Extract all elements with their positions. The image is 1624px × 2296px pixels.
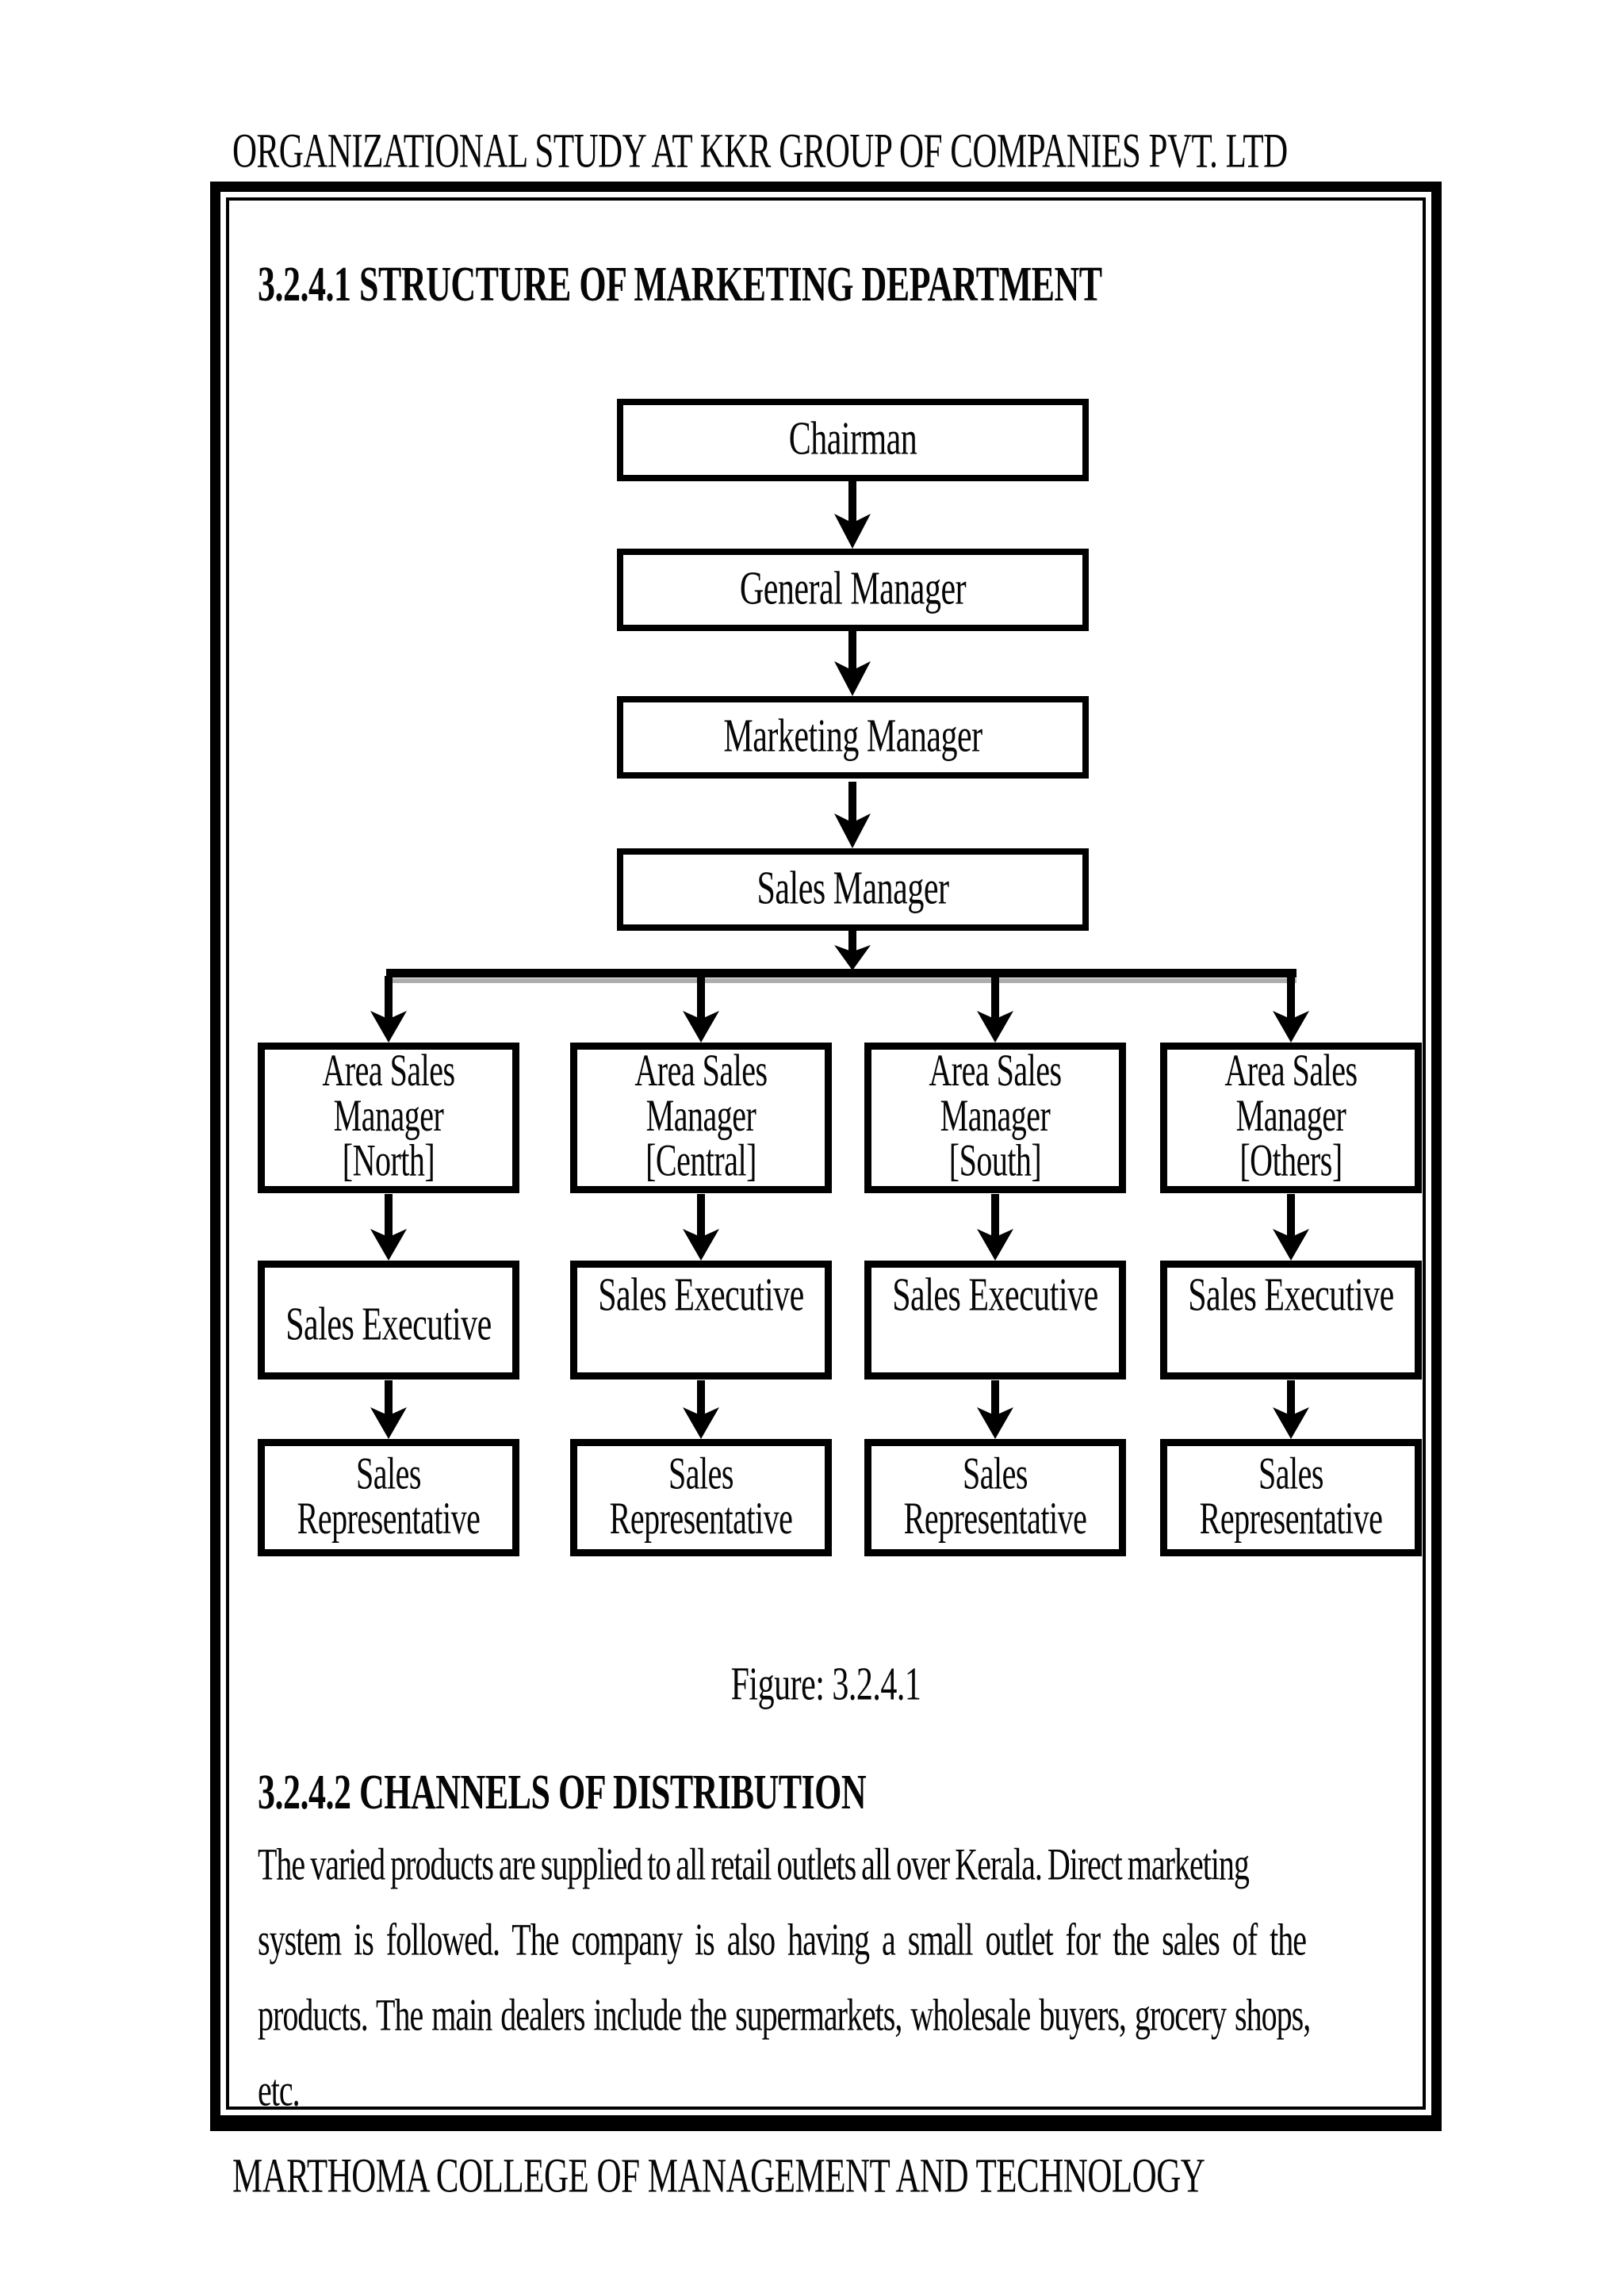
org-box-sales-executive-1: Sales Executive xyxy=(258,1261,519,1380)
section-heading-structure: 3.2.4.1 STRUCTURE OF MARKETING DEPARTMEN… xyxy=(258,256,1102,312)
arrow-line-to-asm-central xyxy=(683,976,719,1043)
org-box-area-manager-south: Area Sales Manager [South] xyxy=(864,1043,1126,1193)
branch-connector-shadow xyxy=(391,978,1297,983)
arrow-asm-to-exec-3 xyxy=(977,1194,1013,1261)
paragraph-line: products. The main dealers include the s… xyxy=(258,1989,1311,2041)
paragraph-line: The varied products are supplied to all … xyxy=(258,1839,1250,1890)
arrow-exec-to-rep-4 xyxy=(1273,1380,1309,1439)
arrow-gm-to-mm xyxy=(834,631,871,696)
org-box-sales-executive-4: Sales Executive xyxy=(1160,1261,1422,1380)
section-heading-distribution: 3.2.4.2 CHANNELS OF DISTRIBUTION xyxy=(258,1764,867,1820)
org-box-area-manager-others: Area Sales Manager [Others] xyxy=(1160,1043,1422,1193)
page-footer-text: MARTHOMA COLLEGE OF MANAGEMENT AND TECHN… xyxy=(232,2149,1205,2203)
figure-caption: Figure: 3.2.4.1 xyxy=(730,1659,921,1711)
page-footer: MARTHOMA COLLEGE OF MANAGEMENT AND TECHN… xyxy=(232,2151,1205,2202)
org-box-sales-representative-2: Sales Representative xyxy=(570,1439,832,1556)
org-box-sales-representative-4: Sales Representative xyxy=(1160,1439,1422,1556)
org-box-sales-manager: Sales Manager xyxy=(617,848,1089,931)
arrow-mm-to-sm xyxy=(834,782,871,848)
arrow-chairman-to-gm xyxy=(834,481,871,549)
arrow-exec-to-rep-1 xyxy=(370,1380,407,1439)
paragraph-line: system is followed. The company is also … xyxy=(258,1914,1307,1965)
page-header-text: ORGANIZATIONAL STUDY AT KKR GROUP OF COM… xyxy=(232,124,1288,178)
paragraph-line: etc. xyxy=(258,2064,301,2116)
arrow-line-to-asm-others xyxy=(1273,976,1309,1043)
org-box-sales-executive-3: Sales Executive xyxy=(864,1261,1126,1380)
page-header: ORGANIZATIONAL STUDY AT KKR GROUP OF COM… xyxy=(232,126,1288,178)
branch-connector-line xyxy=(386,969,1297,978)
org-box-sales-representative-3: Sales Representative xyxy=(864,1439,1126,1556)
org-box-sales-representative-1: Sales Representative xyxy=(258,1439,519,1556)
org-box-area-manager-central: Area Sales Manager [Central] xyxy=(570,1043,832,1193)
org-box-marketing-manager: Marketing Manager xyxy=(617,696,1089,779)
org-box-chairman: Chairman xyxy=(617,399,1089,481)
arrow-line-to-asm-north xyxy=(370,976,407,1043)
page-border-inner xyxy=(226,197,1426,2110)
arrow-sm-to-branch-line xyxy=(834,931,871,970)
arrow-line-to-asm-south xyxy=(977,976,1013,1043)
page-border-outer xyxy=(210,182,1442,2131)
arrow-asm-to-exec-2 xyxy=(683,1194,719,1261)
arrow-exec-to-rep-2 xyxy=(683,1380,719,1439)
org-box-general-manager: General Manager xyxy=(617,549,1089,631)
org-box-area-manager-north: Area Sales Manager [North] xyxy=(258,1043,519,1193)
arrow-asm-to-exec-4 xyxy=(1273,1194,1309,1261)
org-box-sales-executive-2: Sales Executive xyxy=(570,1261,832,1380)
arrow-asm-to-exec-1 xyxy=(370,1194,407,1261)
arrow-exec-to-rep-3 xyxy=(977,1380,1013,1439)
